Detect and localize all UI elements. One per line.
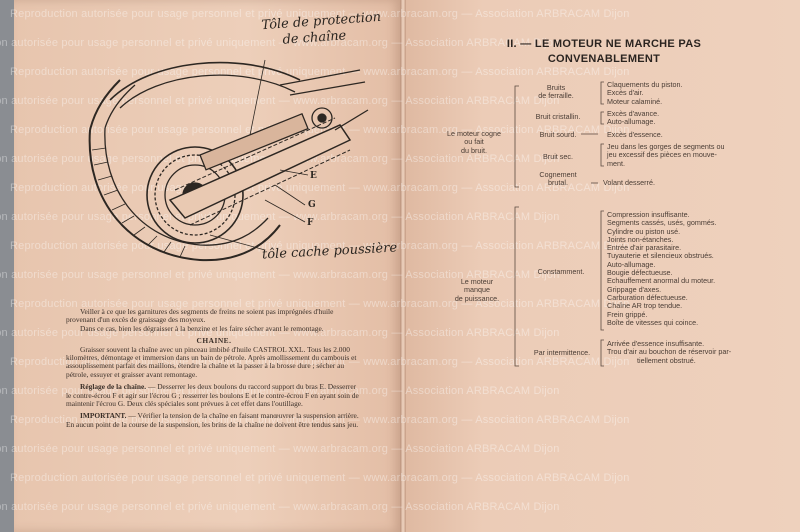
left-page-text: Veiller à ce que les garnitures des segm… — [66, 307, 362, 429]
para-reglage: — Desserrer les deux boulons du raccord … — [66, 382, 359, 409]
effect-text: Trou d'air au bouchon de réservoir par- — [607, 347, 732, 357]
group1-bracket — [514, 85, 519, 188]
effects-cognement-brutal: Volant desserré. — [603, 178, 655, 187]
effect-text: Claquements du piston. — [607, 80, 683, 89]
watermark-line: Reproduction autorisée pour usage person… — [0, 443, 560, 455]
cause-bruits-ferraille: Bruits de ferraille. — [523, 83, 589, 101]
cause-text: brutal. — [548, 178, 568, 188]
figure-label-f: F — [307, 218, 314, 228]
group2-label-line: manque — [464, 285, 490, 295]
effects-bruit-sourd: Excès d'essence. — [607, 130, 663, 139]
heading-important: IMPORTANT. — [80, 411, 127, 421]
effect-text: Moteur calaminé. — [607, 96, 663, 106]
adjuster-tube — [199, 112, 309, 171]
heading-reglage: Réglage de la chaîne. — [80, 382, 147, 392]
watermark-line: Reproduction autorisée pour usage person… — [0, 269, 560, 281]
watermark-line: Reproduction autorisée pour usage person… — [10, 66, 630, 78]
watermark-line: Reproduction autorisée pour usage person… — [10, 472, 630, 484]
cause-par-intermittence: Par intermittence. — [533, 348, 591, 357]
sprocket — [146, 146, 244, 244]
heading-chaine: CHAINE. — [196, 336, 232, 346]
effects-bruit-sec: Jeu dans les gorges de segments ou jeu e… — [607, 142, 759, 168]
effect-text: Grippage d'axes. — [607, 284, 662, 294]
figure-label-e: E — [310, 171, 317, 181]
mudguard — [109, 61, 301, 101]
cause-constamment: Constamment. — [537, 267, 585, 276]
effect-text: Cylindre ou piston usé. — [607, 226, 681, 236]
watermark-line: Reproduction autorisée pour usage person… — [10, 124, 630, 136]
effect-text: Bougie défectueuse. — [607, 268, 673, 278]
effect-text: Frein grippé. — [607, 309, 648, 319]
right-page — [404, 0, 800, 532]
cause-bruit-sec: Bruit sec. — [543, 152, 573, 161]
effects-constamment: Compression insuffisante. Segments cassé… — [607, 210, 759, 327]
para-important: — Vérifier la tension de la chaîne en fa… — [66, 411, 359, 429]
watermark-line: Reproduction autorisée pour usage person… — [0, 37, 560, 49]
watermark-line: Reproduction autorisée pour usage person… — [10, 356, 630, 368]
effect-text: Tuyauterie et silencieux obstrués. — [607, 251, 714, 261]
effect-text: tiellement obstrué. — [637, 355, 696, 365]
effect-text: Compression insuffisante. — [607, 210, 690, 219]
cause-text: Cognement — [539, 170, 577, 179]
effect-text: Joints non-étanches. — [607, 234, 674, 244]
effects-bruits-ferraille: Claquements du piston. Excès d'air. Mote… — [607, 80, 757, 106]
cause-bruit-cristallin: Bruit cristallin. — [535, 112, 581, 121]
cause-text: de ferraille. — [538, 91, 574, 101]
left-page — [14, 0, 402, 532]
effect-text: Carburation défectueuse. — [607, 292, 688, 302]
diagnostic-brackets — [514, 81, 604, 367]
group2-label: Le moteur manque de puissance. — [446, 277, 508, 303]
group2-label-line: Le moteur — [460, 277, 494, 286]
watermark-line: Reproduction autorisée pour usage person… — [10, 414, 630, 426]
effect-text: jeu excessif des pièces en mouve- — [607, 150, 717, 160]
book-gutter — [400, 0, 406, 532]
effect-text: Echauffement anormal du moteur. — [607, 276, 716, 286]
effect-text: Auto-allumage. — [607, 259, 656, 269]
para-freins: Veiller à ce que les garnitures des segm… — [66, 307, 334, 325]
effect-text: Jeu dans les gorges de segments ou — [607, 142, 725, 151]
para-chaine: Graisser souvent la chaîne avec un pince… — [66, 344, 357, 379]
group1-label: Le moteur cogne ou fait du bruit. — [438, 129, 510, 155]
frame-tube — [279, 69, 361, 86]
effect-text: Segments cassés, usés, gommés. — [607, 218, 717, 228]
group2-label-line: de puissance. — [454, 293, 500, 303]
watermark-line: Reproduction autorisée pour usage person… — [10, 240, 630, 252]
cause-cognement-brutal: Cognement brutal. — [523, 170, 593, 188]
watermark-line: Reproduction autorisée pour usage person… — [0, 501, 560, 513]
chain-guard — [168, 124, 352, 219]
para-freins-2: Dans ce cas, bien les dégraisser à la be… — [80, 323, 324, 333]
effects-bruit-cristallin: Excès d'avance. Auto-allumage. — [607, 109, 757, 127]
effect-text: Arrivée d'essence insuffisante. — [607, 339, 705, 348]
watermark-line: Reproduction autorisée pour usage person… — [0, 95, 560, 107]
effect-text: Chaîne AR trop tendue. — [607, 301, 683, 311]
watermark-line: Reproduction autorisée pour usage person… — [10, 298, 630, 310]
watermark-line: Reproduction autorisée pour usage person… — [10, 8, 630, 20]
group2-bracket — [514, 206, 519, 367]
cause-bruit-sourd: Bruit sourd. — [539, 130, 577, 139]
title-line-2: CONVENABLEMENT — [547, 53, 661, 65]
rear-wheel-chain-illustration — [88, 59, 369, 262]
cause-text: Bruits — [546, 83, 566, 92]
group1-label-line: du bruit. — [461, 145, 487, 155]
effect-text: Auto-allumage. — [607, 117, 656, 127]
effect-text: Excès d'avance. — [607, 109, 660, 118]
effects-par-intermittence: Arrivée d'essence insuffisante. Trou d'a… — [607, 339, 759, 365]
effect-text: Boîte de vitesses qui coince. — [607, 317, 699, 327]
watermark-line: Reproduction autorisée pour usage person… — [0, 385, 560, 397]
group1-label-line: ou fait — [464, 137, 484, 147]
watermark-line: Reproduction autorisée pour usage person… — [0, 327, 560, 339]
effect-text: Entrée d'air parasitaire. — [607, 243, 682, 253]
effect-text: ment. — [607, 158, 625, 168]
effect-text: Excès d'air. — [607, 88, 644, 98]
group1-label-line: Le moteur cogne — [447, 129, 501, 138]
page-title: II. — LE MOTEUR NE MARCHE PAS CONVENABLE… — [454, 37, 754, 67]
figure-label-g: G — [308, 200, 316, 210]
title-line-1: II. — LE MOTEUR NE MARCHE PAS — [506, 38, 702, 50]
